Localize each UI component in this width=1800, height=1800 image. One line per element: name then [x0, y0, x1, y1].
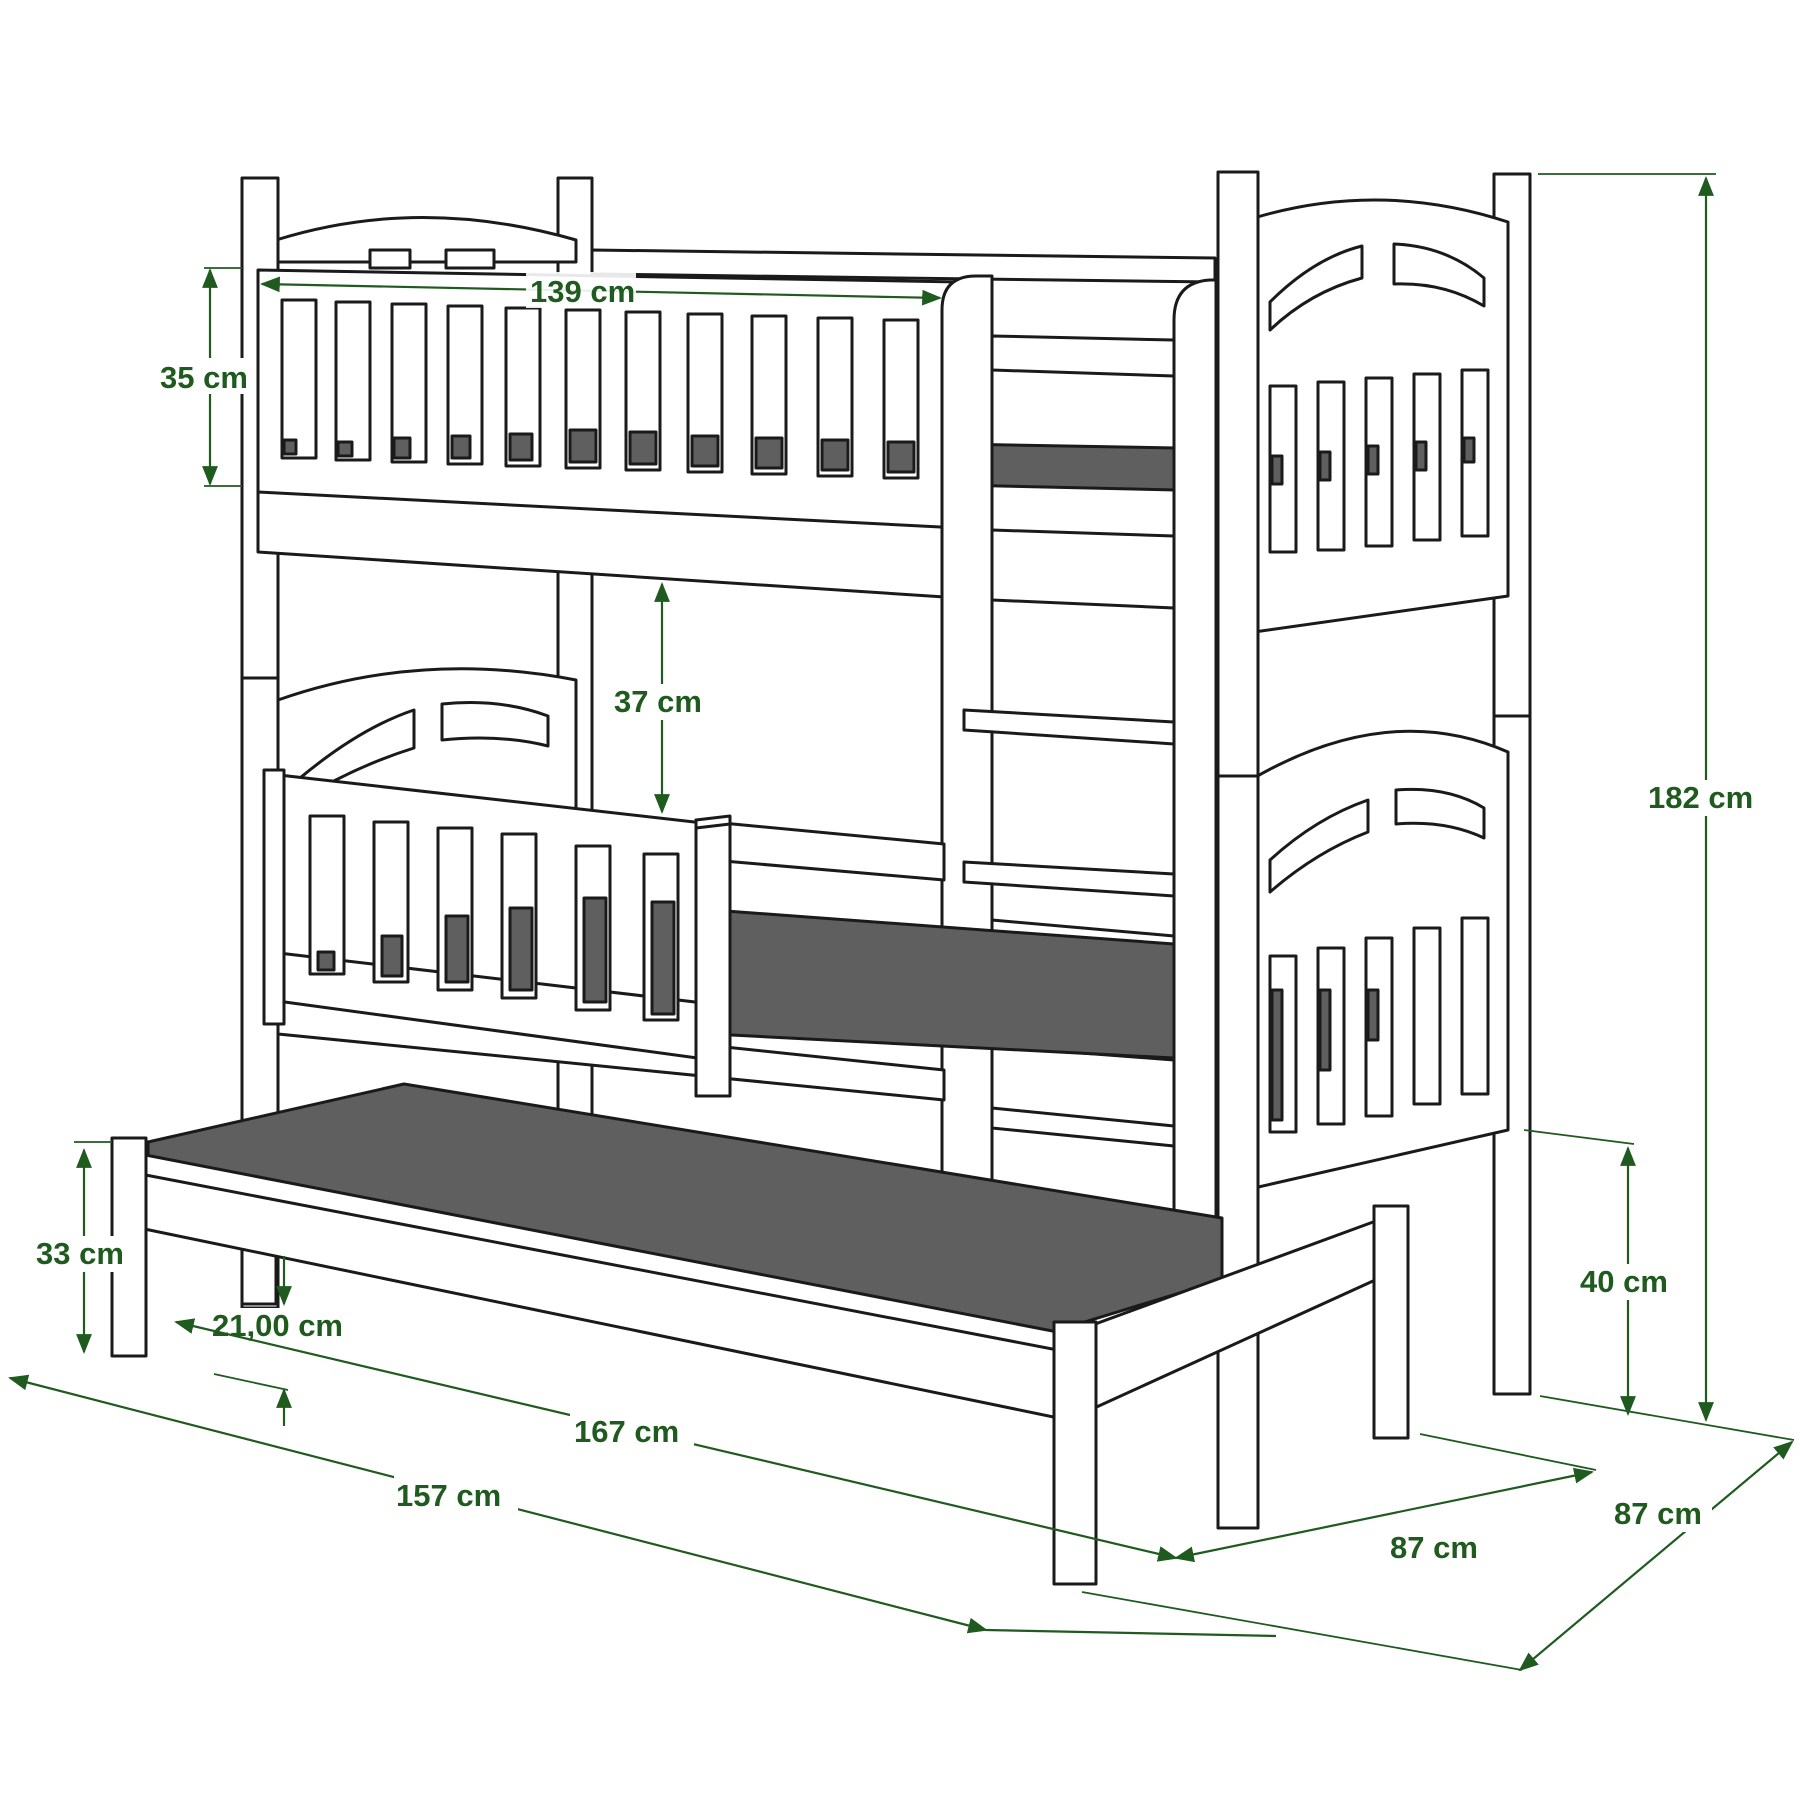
top-rail-height-label: 35 cm — [160, 360, 248, 395]
ladder-right-upright — [1172, 278, 1218, 1230]
lower-bed-height-label: 40 cm — [1580, 1264, 1668, 1299]
upper-left-headboard — [274, 216, 578, 270]
rail-length-label: 139 cm — [530, 274, 635, 309]
lower-back-side-rail — [710, 820, 946, 882]
trundle-width-label: 87 cm — [1390, 1530, 1478, 1565]
lower-rail-slats — [308, 814, 680, 1022]
lower-rail-post-top — [694, 814, 732, 830]
upper-slat-shadows — [282, 428, 916, 474]
trundle-height-label: 33 cm — [36, 1236, 124, 1271]
upper-right-headboard — [1252, 198, 1510, 634]
lower-right-headboard — [1252, 729, 1510, 1190]
total-height-label: 182 cm — [1648, 780, 1753, 815]
bed-width-dimension-line — [1518, 1440, 1794, 1672]
trundle-length-label: 167 cm — [574, 1414, 679, 1449]
lower-rail-posts — [262, 768, 732, 1098]
gap-between-beds-label: 37 cm — [614, 684, 702, 719]
trundle-clearance-label: 21,00 cm — [212, 1308, 343, 1343]
ladder-left-upright — [940, 274, 994, 1192]
bed-length-label: 157 cm — [396, 1478, 501, 1513]
bed-width-label: 87 cm — [1614, 1496, 1702, 1531]
bed-width-helper-line — [985, 1628, 1277, 1638]
